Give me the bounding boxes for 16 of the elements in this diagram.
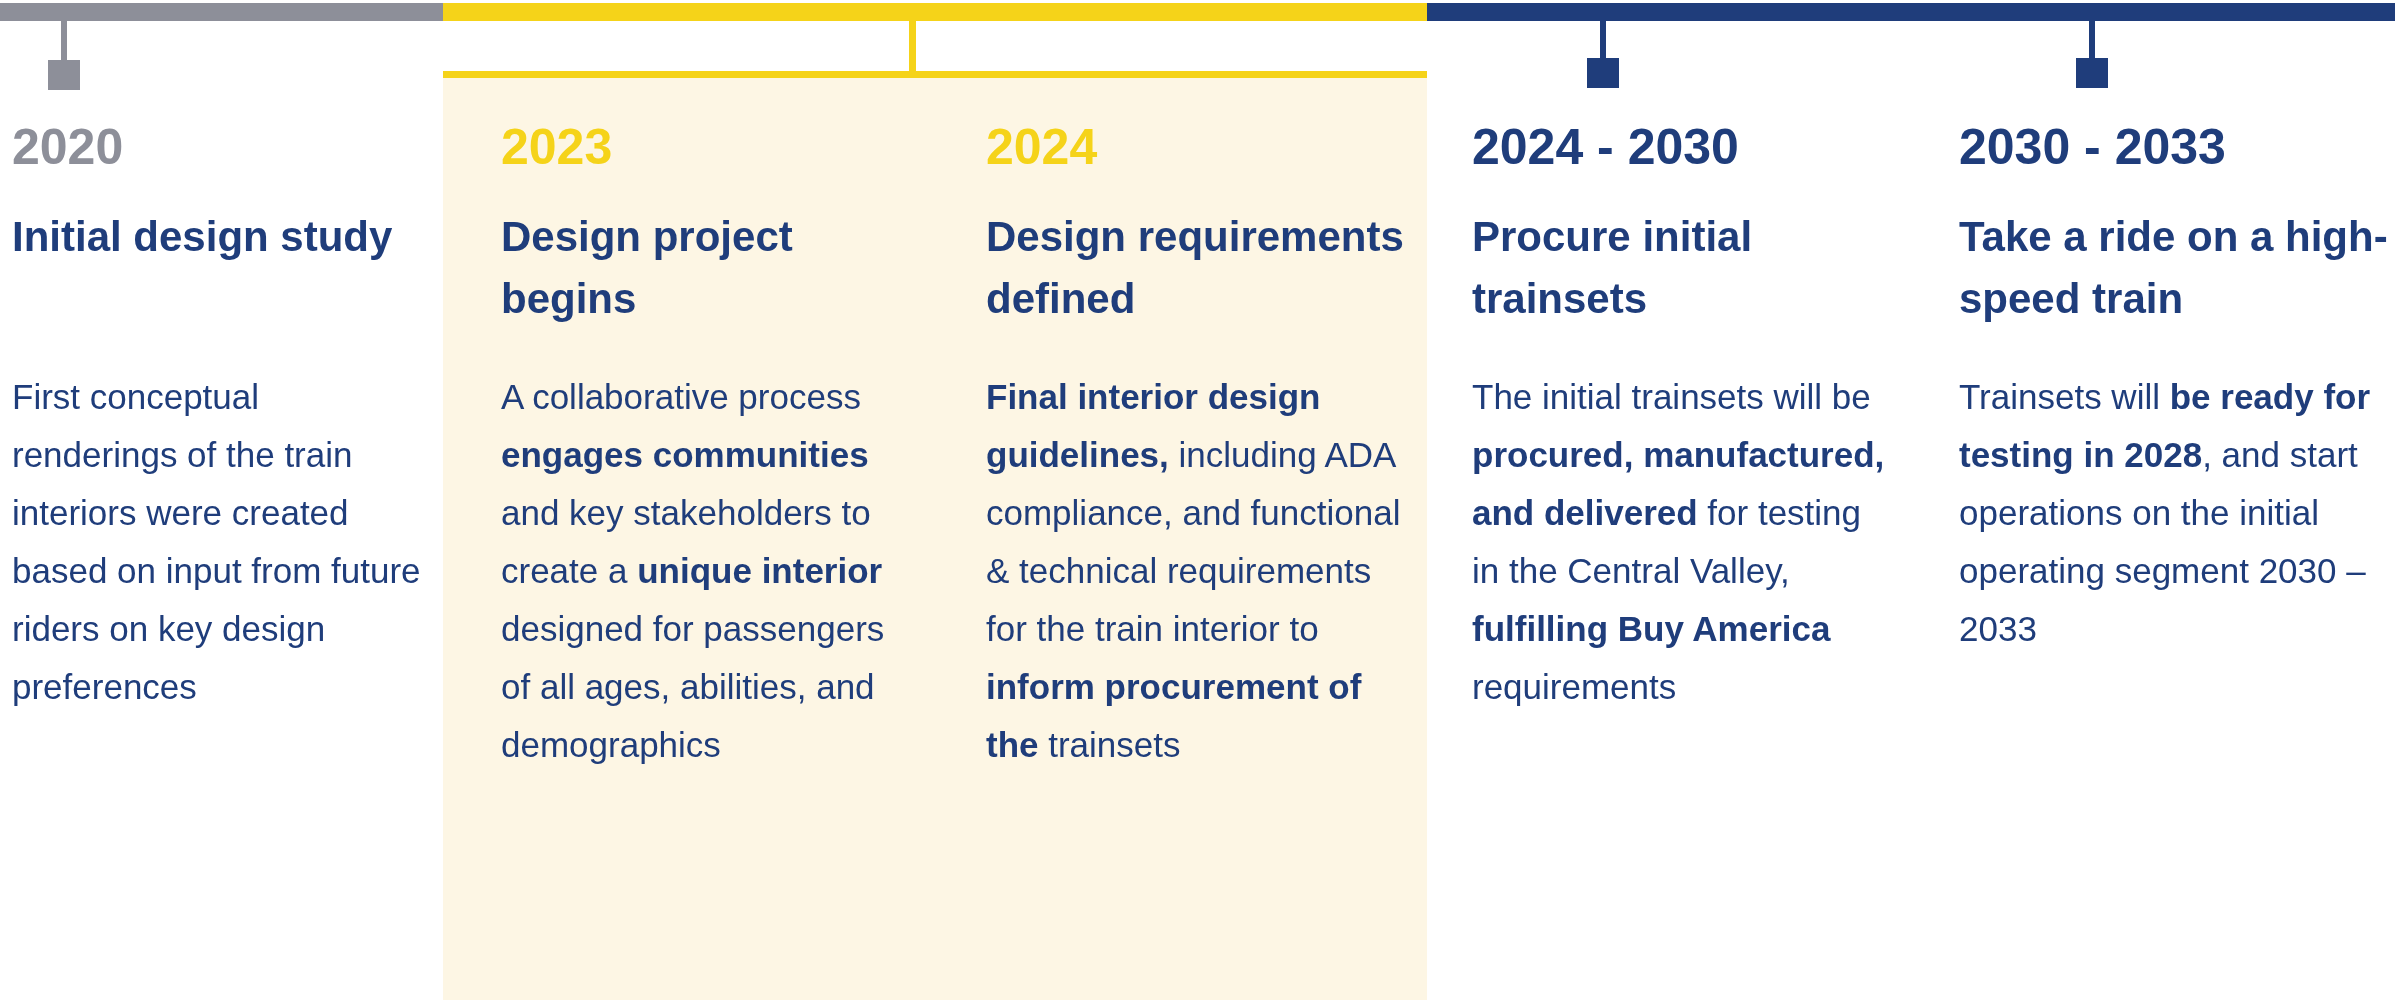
year-label: 2030 - 2033: [1959, 118, 2226, 176]
milestone-description: Final interior design guidelines, including ADA compliance, and functional & technical requirements for the train interior to inform procurement of the trainsets: [986, 376, 1402, 766]
milestone-heading: Procure initial trainsets: [1472, 212, 1754, 324]
milestone-description: A collaborative process engages communities and key stakeholders to create a unique interior designed for passengers of all ages, abilities, and demographics: [501, 376, 886, 766]
highlight-band: [443, 78, 1427, 1000]
milestone-description: Trainsets will be ready for testing in 2028, and start operations on the initial operating segment 2030 – 2033: [1959, 376, 2372, 650]
milestone-heading: Take a ride on a high-speed train: [1959, 212, 2389, 324]
milestone-description: The initial trainsets will be procured, manufactured, and delivered for testing in the Central Valley, fulfilling Buy America requirements: [1472, 376, 1886, 708]
milestone-heading: Design requirements defined: [986, 212, 1405, 324]
milestone-heading: Design project begins: [501, 212, 794, 324]
year-label: 2024 - 2030: [1472, 118, 1739, 176]
milestone-description: First conceptual renderings of the train interiors were created based on input from future riders on key design preferences: [12, 376, 422, 708]
year-label: 2023: [501, 118, 613, 176]
year-label: 2020: [12, 118, 124, 176]
year-label: 2024: [986, 118, 1098, 176]
milestone-heading: Initial design study: [12, 212, 394, 262]
